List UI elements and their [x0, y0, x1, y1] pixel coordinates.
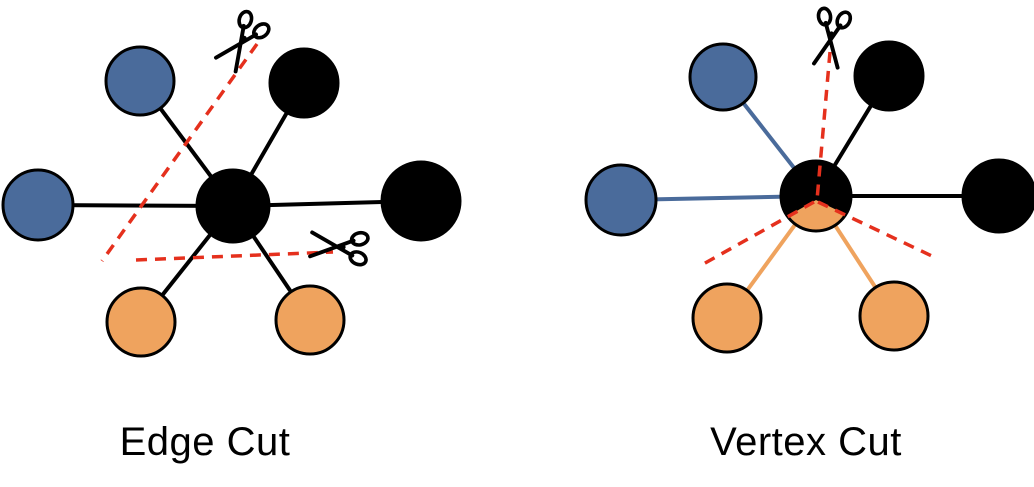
node-orange [274, 284, 346, 356]
node-orange [858, 280, 930, 352]
node-orange [105, 286, 177, 358]
node-blue [688, 42, 758, 112]
node-black [961, 158, 1034, 234]
node-black [380, 160, 462, 242]
cut-line [100, 42, 259, 263]
node-blue [584, 163, 658, 237]
edge-cut-graph [1, 9, 462, 358]
node-orange [691, 282, 763, 354]
cut-line [817, 200, 935, 259]
center-node [195, 168, 271, 244]
edge-cut-label: Edge Cut [119, 420, 291, 464]
vertex-cut-label: Vertex Cut [710, 420, 902, 464]
scissors-icon [214, 9, 271, 74]
scissors-icon [308, 230, 370, 267]
vertex-cut-graph [584, 6, 1034, 354]
node-black [268, 47, 340, 119]
scissors-icon [812, 6, 853, 70]
node-blue [104, 45, 176, 117]
node-black [853, 40, 925, 112]
center-node-wedge [782, 200, 850, 230]
cut-line [135, 250, 334, 262]
cut-line [697, 200, 815, 269]
node-blue [1, 168, 75, 242]
cut-line [815, 51, 832, 201]
